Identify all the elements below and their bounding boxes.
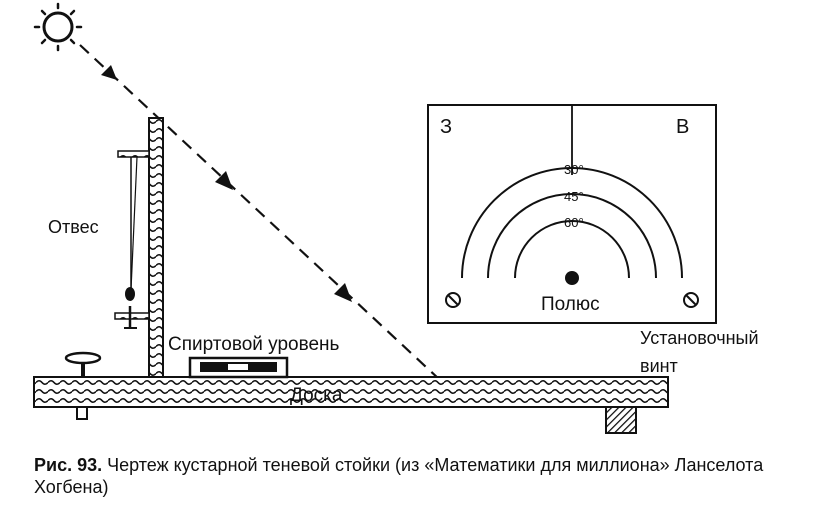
ray-arrow-icon xyxy=(101,65,352,302)
adjust-knob xyxy=(64,351,102,377)
angle-60-label: 60° xyxy=(564,215,584,230)
angle-45-label: 45° xyxy=(564,189,584,204)
level-label: Спиртовой уровень xyxy=(168,334,340,355)
west-label: З xyxy=(440,116,452,138)
figure-caption: Рис. 93. Чертеж кустарной теневой стойки… xyxy=(34,454,794,498)
east-label: В xyxy=(676,116,689,138)
board-label: Доска xyxy=(290,385,343,406)
plumb-line xyxy=(114,150,150,329)
caption-number: Рис. 93. xyxy=(34,455,103,475)
dial-arcs xyxy=(461,167,683,279)
screw-label-line2: винт xyxy=(640,356,678,376)
board-leg-right xyxy=(605,406,637,434)
leveling-screw-icon xyxy=(445,292,699,308)
board-leg-left xyxy=(76,406,88,420)
sun-icon xyxy=(33,2,83,52)
board xyxy=(33,376,669,408)
spirit-level xyxy=(188,356,289,379)
pole-label: Полюс xyxy=(541,294,600,315)
vertical-post xyxy=(148,117,164,378)
sun-ray xyxy=(79,44,441,381)
angle-30-label: 30° xyxy=(564,162,584,177)
screw-label-line1: Установочный xyxy=(640,328,759,348)
plumb-label: Отвес xyxy=(48,217,99,237)
pole-dot xyxy=(565,271,579,285)
caption-text: Чертеж кустарной теневой стойки (из «Мат… xyxy=(34,455,764,497)
